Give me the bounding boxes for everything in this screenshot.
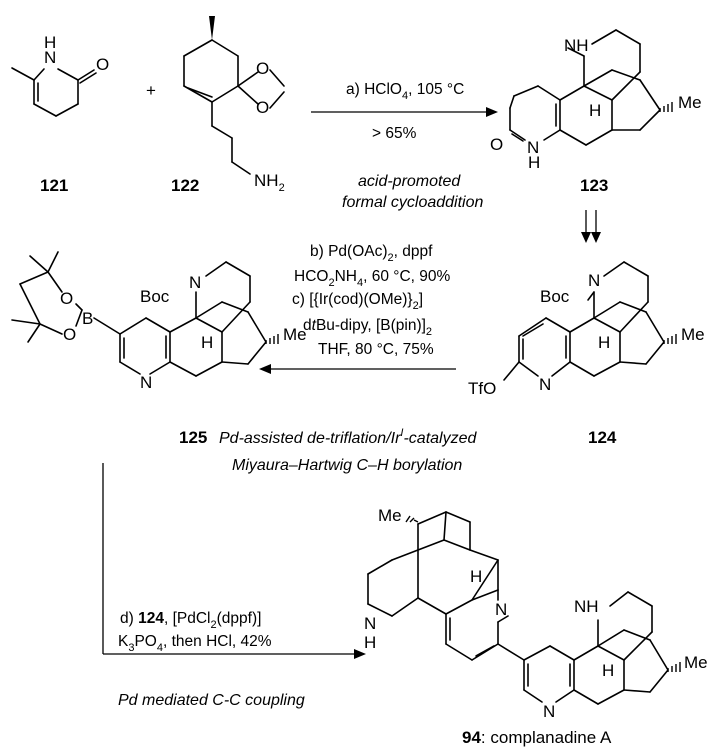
multistep-arrow <box>581 210 601 243</box>
methyl-hash-94-bottom <box>667 662 681 672</box>
methyl-hash-123 <box>659 102 673 112</box>
conditions-d-line1: d) 124, [PdCl2(dppf)] <box>120 610 261 631</box>
label-125: 125 <box>179 428 207 447</box>
atom-NH: NH <box>564 36 589 55</box>
conditions-b-line1: b) Pd(OAc)2, dppf <box>310 243 433 264</box>
atom-O: O <box>63 325 76 344</box>
conditions-a-line1: a) HClO4, 105 °C <box>346 81 464 102</box>
atom-Boc: Boc <box>540 287 570 306</box>
atom-N: N <box>539 375 551 394</box>
atom-H: H <box>44 33 56 52</box>
note-a-line2: formal cycloaddition <box>342 194 484 211</box>
atom-N: N <box>543 702 555 721</box>
molecule-123 <box>509 29 661 146</box>
atom-O: O <box>490 135 503 154</box>
note-bc-line2: Miyaura–Hartwig C–H borylation <box>232 457 462 474</box>
label-123: 123 <box>580 176 608 195</box>
label-121: 121 <box>40 176 68 195</box>
atom-B: B <box>82 309 93 328</box>
atom-Me: Me <box>684 653 708 672</box>
molecule-121 <box>11 67 97 117</box>
atom-N: N <box>495 600 507 619</box>
atom-NH2: NH2 <box>254 171 285 194</box>
atom-NH: NH <box>574 597 599 616</box>
plus-sign: + <box>146 81 156 100</box>
label-94: 94: complanadine A <box>462 728 612 747</box>
molecule-124 <box>503 261 665 381</box>
atom-H: H <box>201 333 213 352</box>
atom-O: O <box>256 98 269 117</box>
atom-NH: N <box>44 48 56 67</box>
atom-N: N <box>364 614 376 633</box>
atom-N: N <box>189 273 201 292</box>
note-a-line1: acid-promoted <box>358 173 461 190</box>
conditions-d-line2: K3PO4, then HCl, 42% <box>118 633 272 654</box>
atom-H: H <box>364 633 376 652</box>
atom-O: O <box>60 289 73 308</box>
atom-H: H <box>528 153 540 172</box>
conditions-c-line3: THF, 80 °C, 75% <box>318 341 434 358</box>
conditions-c-line2: dtBu-dipy, [B(pin)]2 <box>303 317 432 338</box>
reaction-arrow-bc <box>259 364 456 374</box>
atom-TfO: TfO <box>468 379 496 398</box>
note-d: Pd mediated C-C coupling <box>118 692 305 709</box>
conditions-b-line2: HCO2NH4, 60 °C, 90% <box>294 268 450 289</box>
molecule-94-bottom-half <box>523 591 669 705</box>
methyl-hash-125 <box>265 334 279 344</box>
methyl-wedge <box>209 16 215 40</box>
atom-H: H <box>470 567 482 586</box>
methyl-hash-124 <box>663 334 677 344</box>
atom-Boc: Boc <box>140 287 170 306</box>
atom-Me: Me <box>283 325 307 344</box>
atom-O: O <box>96 55 109 74</box>
atom-H: H <box>589 101 601 120</box>
atom-Me: Me <box>378 506 402 525</box>
molecule-94-top-half <box>367 511 525 661</box>
atom-H: H <box>602 661 614 680</box>
atom-N: N <box>527 138 539 157</box>
molecule-122 <box>183 39 285 175</box>
atom-O: O <box>256 59 269 78</box>
reaction-arrow-a <box>311 107 498 117</box>
atom-Me: Me <box>678 93 702 112</box>
atom-H: H <box>598 333 610 352</box>
note-bc-line1: Pd-assisted de-triflation/IrI-catalyzed <box>219 427 477 447</box>
atom-Me: Me <box>681 325 705 344</box>
methyl-hash-94-top <box>405 515 419 523</box>
conditions-a-line2: > 65% <box>372 125 417 142</box>
reaction-arrow-d <box>102 463 366 659</box>
atom-N: N <box>140 373 152 392</box>
label-122: 122 <box>171 176 199 195</box>
molecule-125 <box>11 251 267 377</box>
conditions-c-line1: c) [{Ir(cod)(OMe)}2] <box>292 291 423 312</box>
label-124: 124 <box>588 428 617 447</box>
atom-N: N <box>588 271 600 290</box>
